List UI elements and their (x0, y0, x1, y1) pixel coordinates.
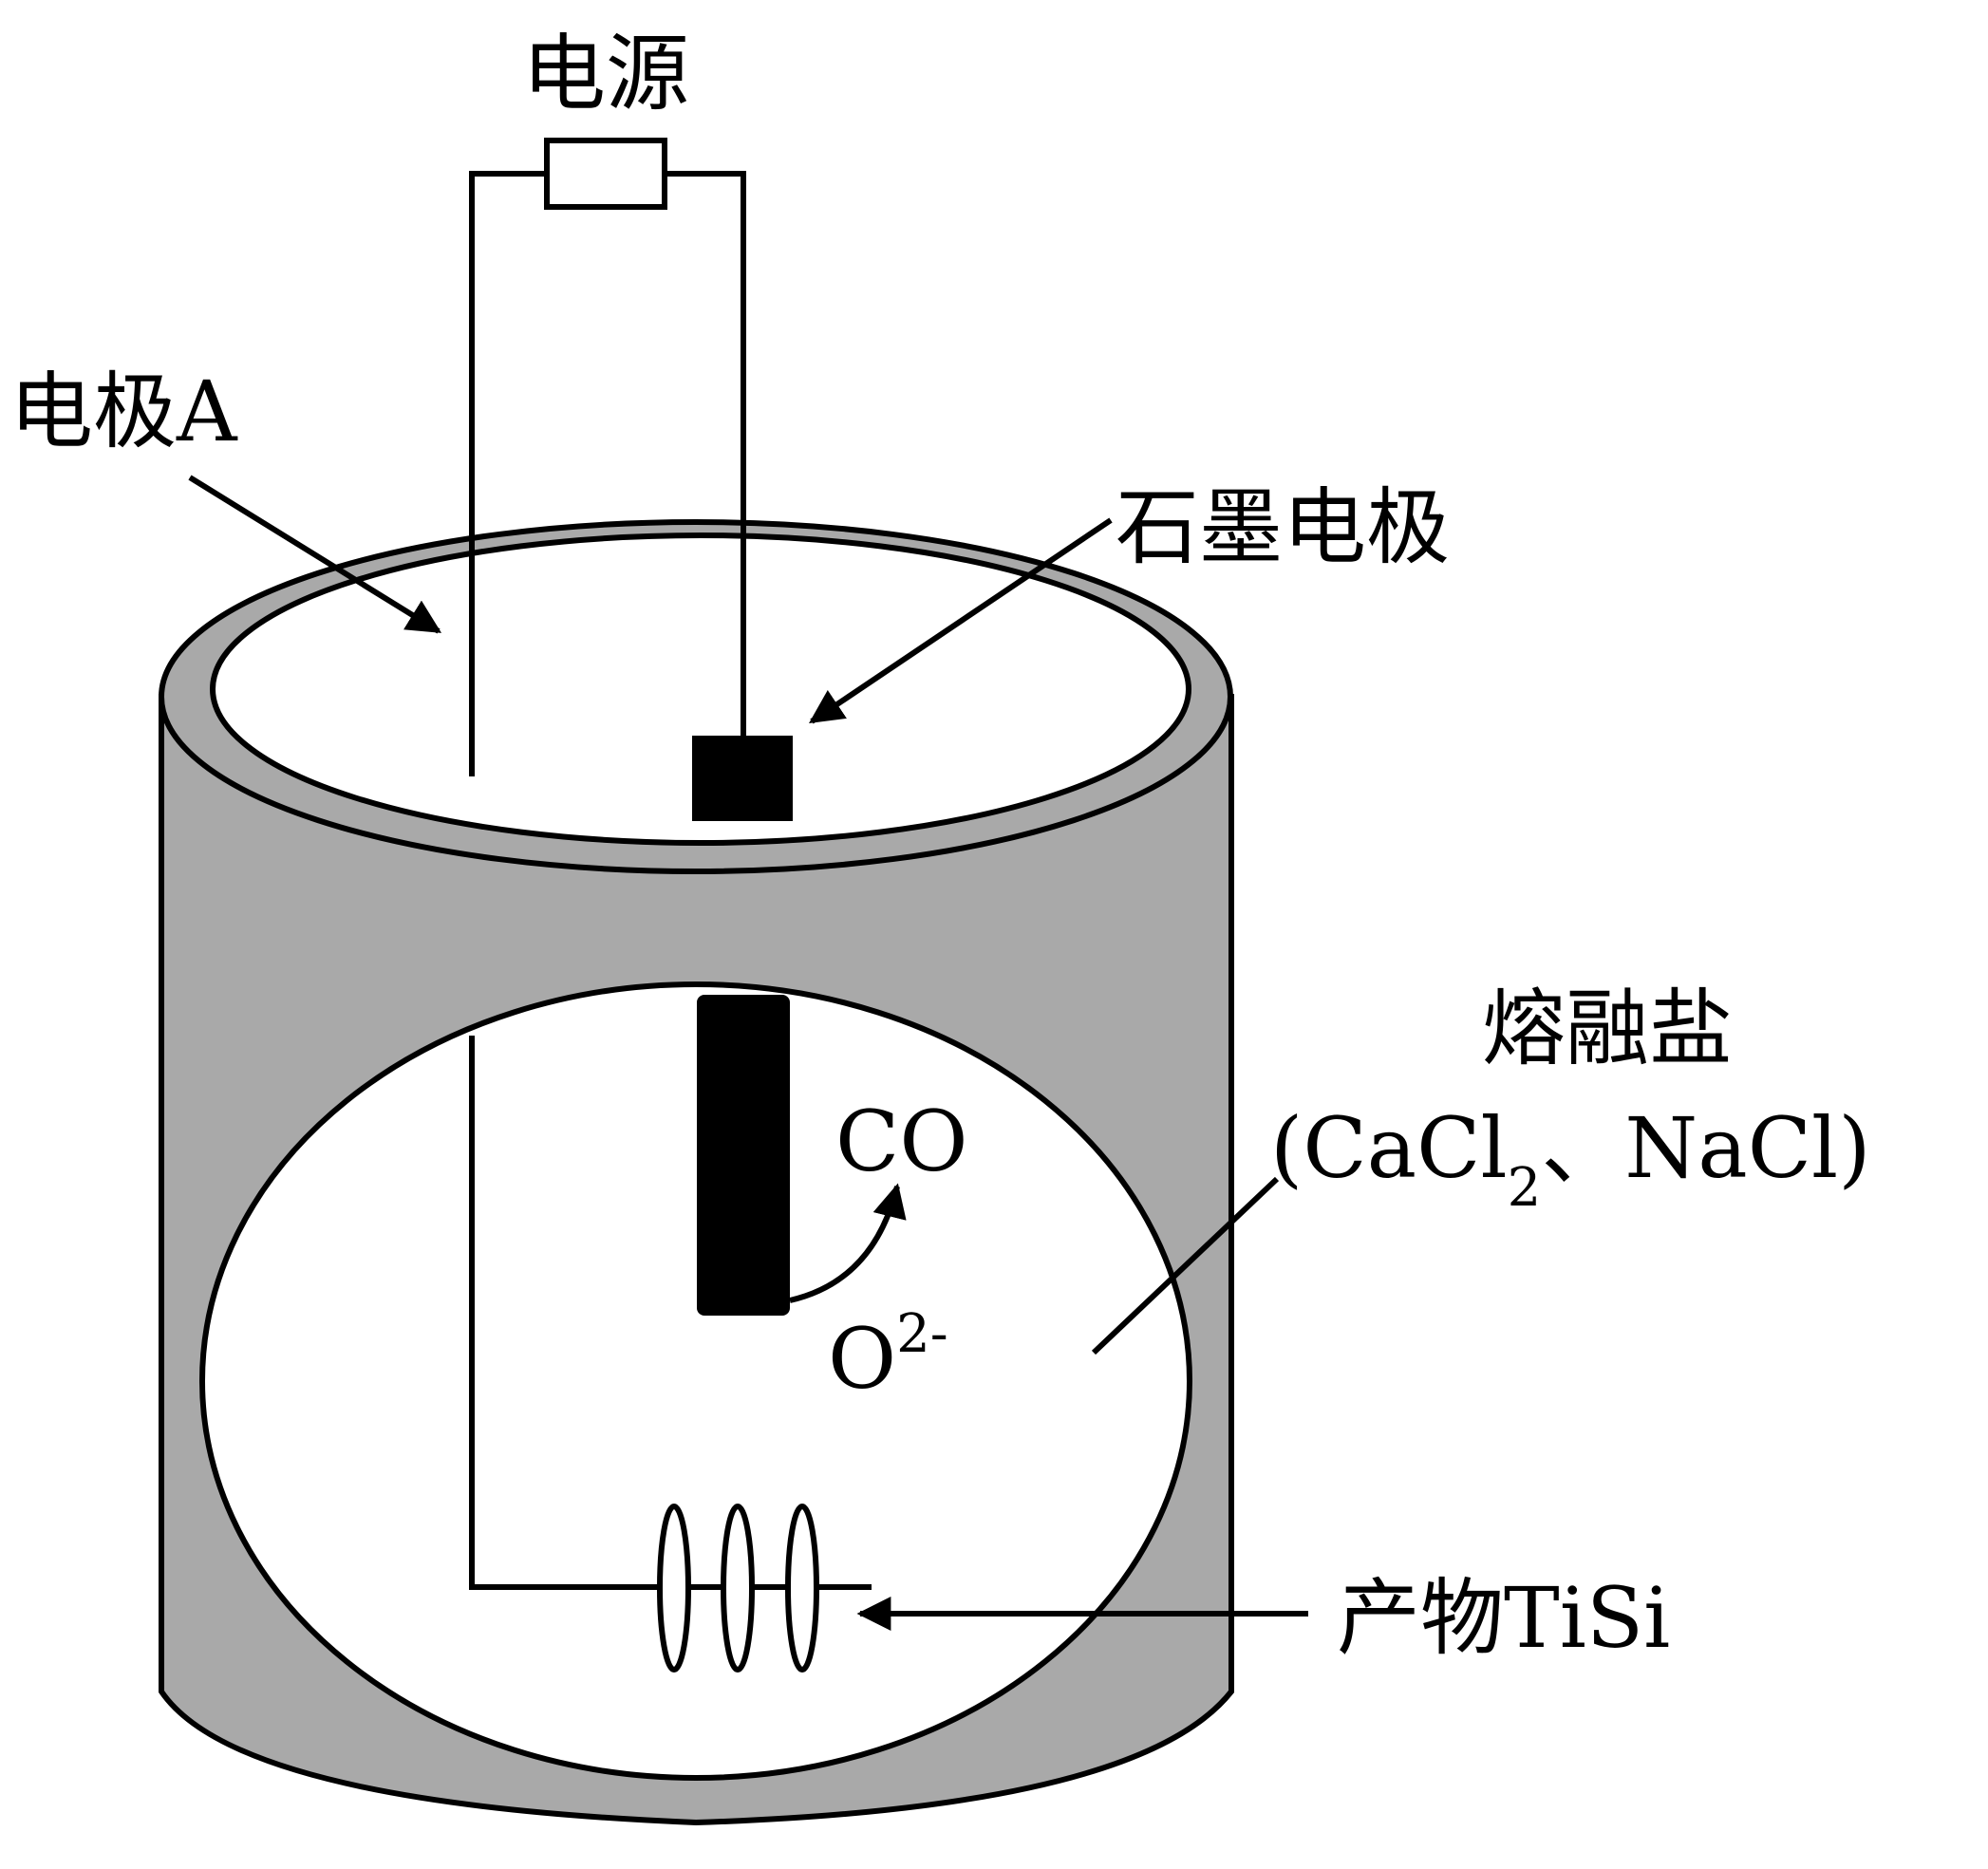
co-label: CO (835, 1093, 967, 1190)
molten-salt-pointer (1091, 1176, 1280, 1355)
reaction-arrow (789, 1183, 907, 1303)
molten-salt-window (199, 981, 1192, 1781)
graphite-electrode-rod (697, 995, 790, 1316)
graphite-pointer (809, 517, 1113, 724)
product-loop-1 (657, 1504, 691, 1673)
electrode-a-label: 电极A (9, 363, 238, 460)
product-label: 产物TiSi (1337, 1569, 1670, 1667)
power-source-box (544, 138, 667, 210)
salt-formula: (CaCl2、NaCl) (1270, 1099, 1871, 1219)
wire-left (469, 171, 547, 776)
oxide-ion-symbol: O (828, 1310, 896, 1408)
graphite-electrode-label: 石墨电极 (1116, 478, 1450, 576)
salt-formula-rest: 、NaCl) (1541, 1099, 1870, 1197)
wire-right (665, 171, 746, 738)
product-loop-2 (721, 1504, 755, 1673)
product-loop-3 (785, 1504, 819, 1673)
graphite-electrode-top (692, 736, 793, 821)
salt-formula-sub: 2 (1508, 1157, 1542, 1219)
molten-salt-label: 熔融盐 (1482, 980, 1733, 1077)
vessel-opening (210, 533, 1191, 846)
oxide-ion-charge: 2- (896, 1303, 948, 1365)
oxide-ion-label: O2- (828, 1303, 948, 1408)
electrode-a-pointer (188, 475, 442, 634)
power-source-label: 电源 (522, 25, 689, 122)
salt-formula-open: (CaCl (1270, 1099, 1508, 1197)
